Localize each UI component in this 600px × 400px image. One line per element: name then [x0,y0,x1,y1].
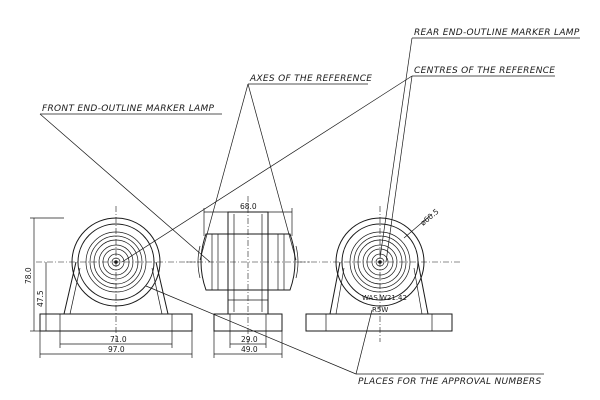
dim-side-base-inner: 29.0 [241,335,258,344]
dim-diameter: ø60.5 [419,207,441,228]
marking-line-2: R5W [372,306,388,314]
rear-view [300,206,460,342]
dim-base-outer: 97.0 [108,345,125,354]
front-pedestal [63,261,169,315]
label-front-lamp: FRONT END-OUTLINE MARKER LAMP [42,104,215,114]
rear-pedestal [329,261,429,315]
dim-side-base-outer: 49.0 [241,345,258,354]
leader-lines [39,37,580,375]
side-lamp-body [200,233,296,291]
label-axes: AXES OF THE REFERENCE [249,74,372,84]
dim-side-width: 68.0 [240,202,257,211]
marking-line-1: WAS W21.42 [362,294,407,302]
side-view [186,196,310,358]
rear-base-plate [305,313,453,332]
label-rear-lamp: REAR END-OUTLINE MARKER LAMP [414,28,580,38]
label-centres: CENTRES OF THE REFERENCE [414,66,555,76]
dim-base-inner: 71.0 [110,335,127,344]
label-approval: PLACES FOR THE APPROVAL NUMBERS [358,377,541,387]
dim-height-total: 78.0 [24,267,33,284]
dim-height-axis: 47.5 [36,290,45,307]
front-view [30,206,200,358]
